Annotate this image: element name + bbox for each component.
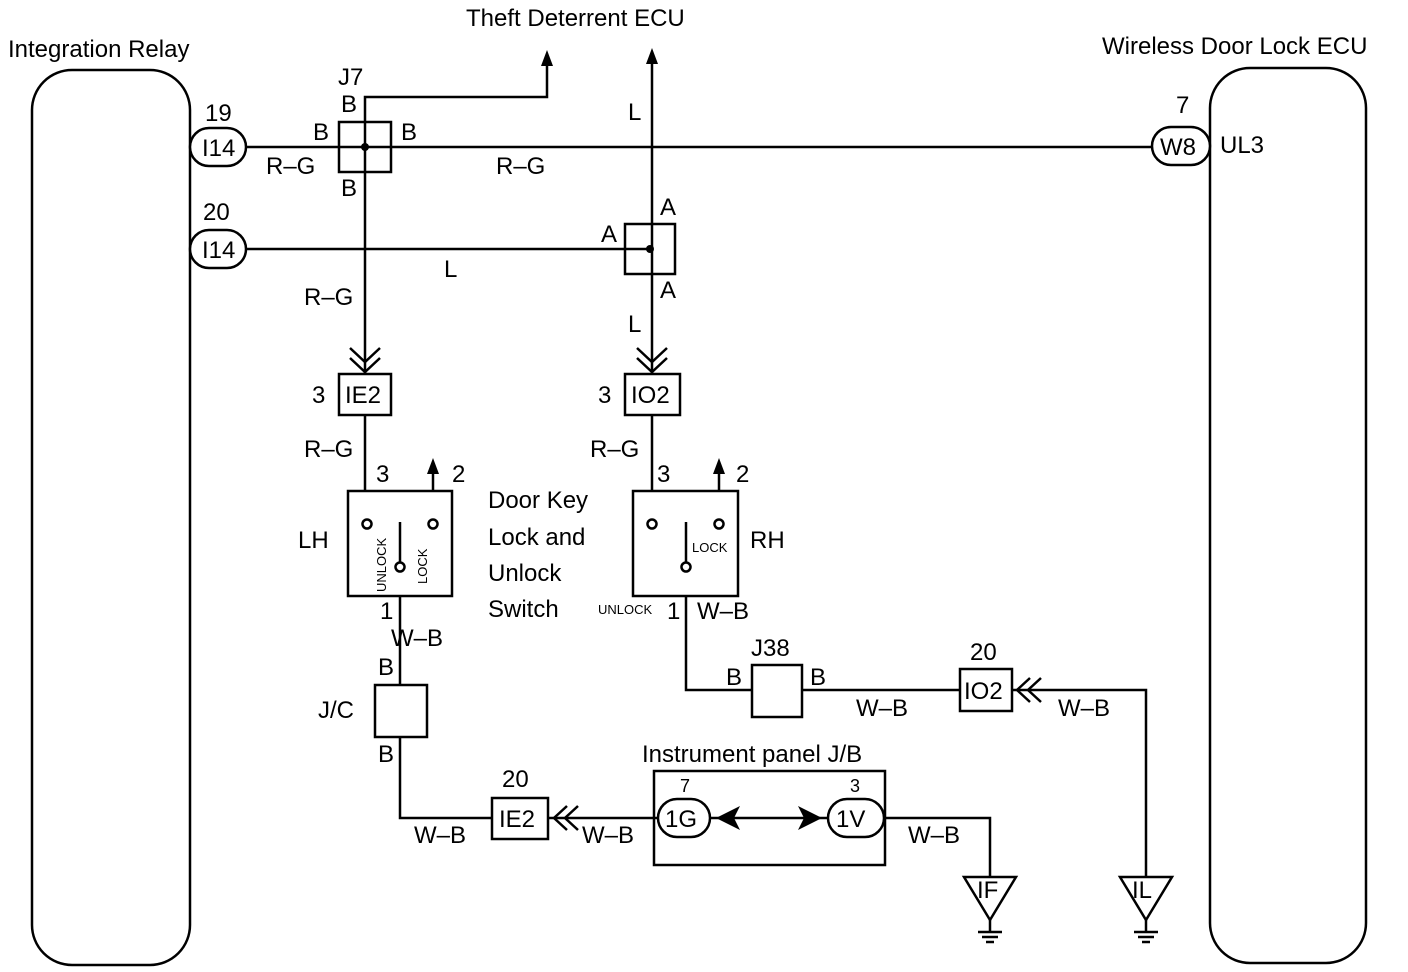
j7-label: J7 [338,64,363,91]
wire-wb-4: W–B [1058,695,1110,722]
w8-pin-label: 7 [1176,92,1189,119]
junction-j38 [750,663,804,719]
connector-w8 [1150,125,1212,167]
ie2-top-pin: 3 [312,382,325,409]
connector-ie2-top [337,372,393,417]
connector-io2-top [623,372,682,417]
junction-a-left: A [601,221,617,248]
j38-b-left: B [726,664,742,691]
junction-a [623,222,677,276]
connector-1g [656,797,712,839]
lh-pin2: 2 [452,461,465,488]
i14-pin20-label: 20 [203,199,230,226]
ie2-bottom-label: IE2 [499,806,535,833]
connector-i14-19 [188,126,248,168]
wireless-door-lock-ecu-body [1208,66,1368,965]
junction-a-top: A [660,194,676,221]
rh-unlock-label: UNLOCK [598,602,653,617]
io2-top-pin: 3 [598,382,611,409]
wire-l-2: L [444,256,457,283]
io2-bottom-pin: 20 [970,639,997,666]
io2-bottom-label: IO2 [964,678,1003,705]
j38-b-right: B [810,664,826,691]
lh-pin3: 3 [376,461,389,488]
io2-top-label: IO2 [631,382,670,409]
wire-wb-1: W–B [391,625,443,652]
wire-rg-2: R–G [496,153,545,180]
rh-pin3: 3 [657,461,670,488]
w8-label: W8 [1160,134,1196,161]
wire-wb-5: W–B [414,822,466,849]
1v-label: 1V [836,806,865,833]
theft-deterrent-ecu-label: Theft Deterrent ECU [466,5,685,32]
switch-rh [631,489,740,598]
j7-b-top: B [341,91,357,118]
ground-il [1117,875,1175,944]
junction-jc [373,683,429,739]
wire-l-3: L [628,311,641,338]
j7-b-bottom: B [341,175,357,202]
ground-if [961,875,1019,944]
wire-rg-5: R–G [590,436,639,463]
rh-pin1: 1 [667,598,680,625]
junction-j7 [337,120,393,174]
connector-i14-20 [188,228,248,270]
instrument-panel-jb-box [652,769,887,867]
rh-lock-label: LOCK [692,540,728,555]
lh-pin1: 1 [380,598,393,625]
ul3-label: UL3 [1220,132,1264,159]
wire-wb-2: W–B [697,598,749,625]
i14-label-a: I14 [202,135,235,162]
i14-pin19-label: 19 [205,100,232,127]
connector-io2-bottom [958,667,1014,713]
i14-label-b: I14 [202,237,235,264]
wireless-door-lock-ecu-label: Wireless Door Lock ECU [1102,33,1367,60]
rh-label: RH [750,527,785,554]
j7-b-left: B [313,119,329,146]
wire-wb-6: W–B [582,822,634,849]
ground-if-label: IF [977,877,998,904]
jc-label: J/C [318,697,354,724]
switch-lh [346,489,454,598]
door-key-switch-line3: Unlock [488,560,562,587]
j38-label: J38 [751,635,790,662]
ground-il-label: IL [1132,877,1152,904]
1g-label: 1G [665,806,697,833]
lh-unlock-label: UNLOCK [374,537,389,592]
wire-l-1: L [628,99,641,126]
integration-relay-label: Integration Relay [8,36,189,63]
lh-label: LH [298,527,329,554]
door-key-switch-line2: Lock and [488,524,585,551]
ie2-bottom-pin: 20 [502,766,529,793]
instrument-panel-jb-label: Instrument panel J/B [642,741,862,768]
connector-ie2-bottom [490,796,550,841]
junction-a-bottom: A [660,277,676,304]
wire-rg-4: R–G [304,436,353,463]
1g-pin: 7 [680,776,690,796]
door-key-switch-line1: Door Key [488,487,588,514]
jc-b-top: B [378,654,394,681]
jb-internal-arrows [716,806,822,830]
wire-wb-3: W–B [856,695,908,722]
rh-pin2: 2 [736,461,749,488]
door-key-switch-line4: Switch [488,596,559,623]
arrowheads [349,48,1042,831]
wire-rg-3: R–G [304,284,353,311]
j7-b-right: B [401,119,417,146]
wire-wb-7: W–B [908,822,960,849]
jc-b-bottom: B [378,741,394,768]
wire-rg-1: R–G [266,153,315,180]
lh-lock-label: LOCK [415,548,430,584]
1v-pin: 3 [850,776,860,796]
integration-relay-body [30,68,192,967]
ie2-top-label: IE2 [345,382,381,409]
